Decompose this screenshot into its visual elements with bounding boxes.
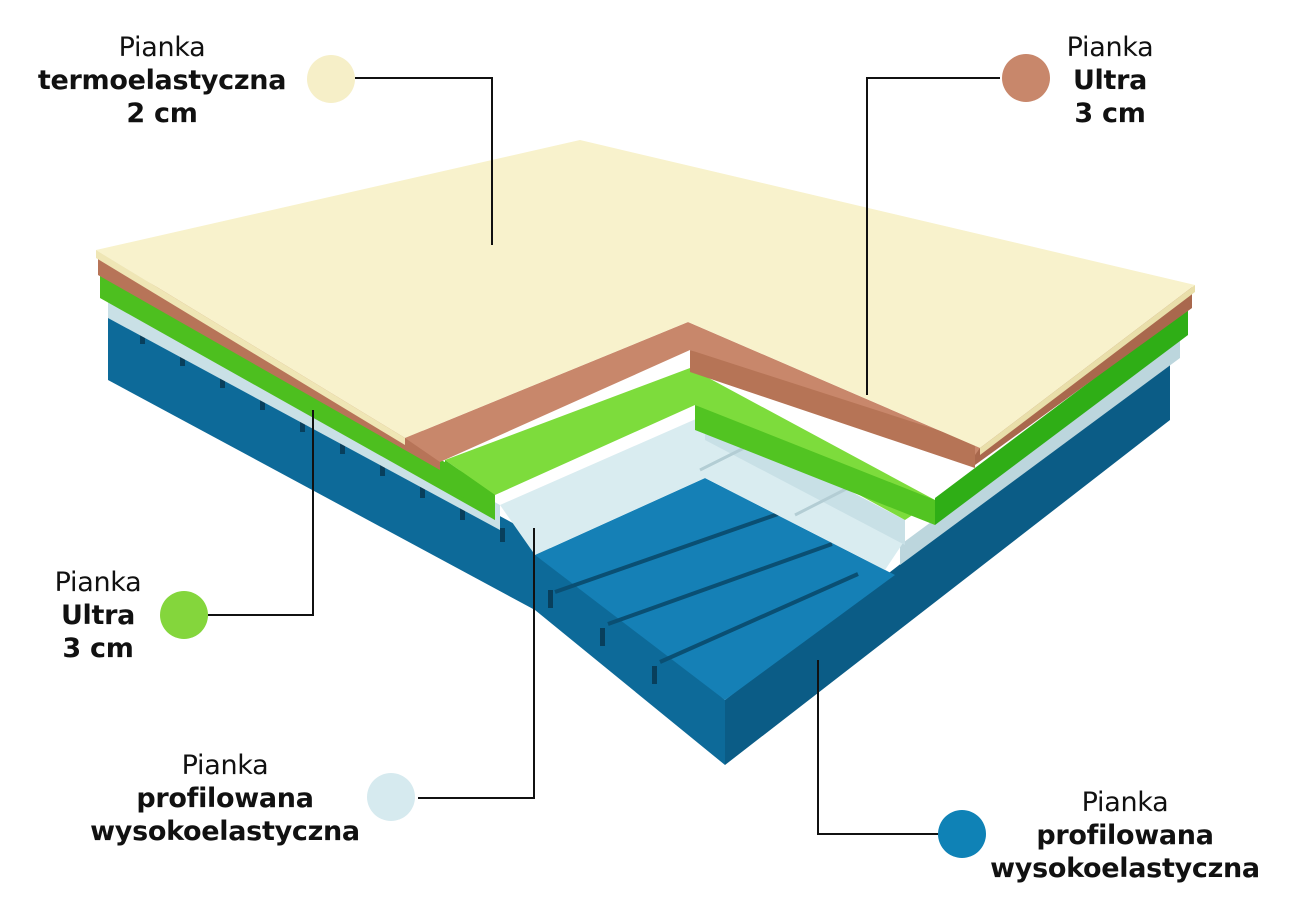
leader-lines [208,77,1000,835]
label-profiled-blue-line2: profilowana [1036,820,1214,851]
leader-ultra-green [208,410,314,616]
label-profiled-light-line1: Pianka [181,750,269,781]
label-profiled-light-line2: profilowana [136,783,314,814]
leader-topper [355,77,493,245]
base-blue-layer [108,305,1170,765]
label-topper-line1: Pianka [118,32,206,63]
label-profiled-blue: Pianka profilowana wysokoelastyczna [980,786,1270,885]
label-ultra-copper-line3: 3 cm [1074,98,1146,129]
label-ultra-copper: Pianka Ultra 3 cm [1050,31,1170,130]
label-topper-line2: termoelastyczna [37,65,287,96]
label-ultra-green-line2: Ultra [60,600,136,631]
label-profiled-blue-line3: wysokoelastyczna [990,853,1260,884]
swatch-ultra-green [160,591,208,639]
label-profiled-blue-line1: Pianka [1081,787,1169,818]
leader-profiled-blue [817,660,940,835]
label-ultra-green: Pianka Ultra 3 cm [38,566,158,665]
label-ultra-copper-line2: Ultra [1072,65,1148,96]
swatch-topper [307,55,355,103]
swatch-ultra-copper [1002,54,1050,102]
label-topper-line3: 2 cm [126,98,198,129]
label-ultra-green-line1: Pianka [54,567,142,598]
green-layer [100,270,1188,525]
leader-ultra-copper [866,77,1000,395]
label-ultra-copper-line1: Pianka [1066,32,1154,63]
topper-layer [96,140,1195,455]
leader-profiled-light [418,528,535,799]
label-topper: Pianka termoelastyczna 2 cm [22,31,302,130]
label-ultra-green-line3: 3 cm [62,633,134,664]
label-profiled-light-line3: wysokoelastyczna [90,816,360,847]
swatch-profiled-blue [938,810,986,858]
swatch-profiled-light [367,773,415,821]
label-profiled-light: Pianka profilowana wysokoelastyczna [80,749,370,848]
